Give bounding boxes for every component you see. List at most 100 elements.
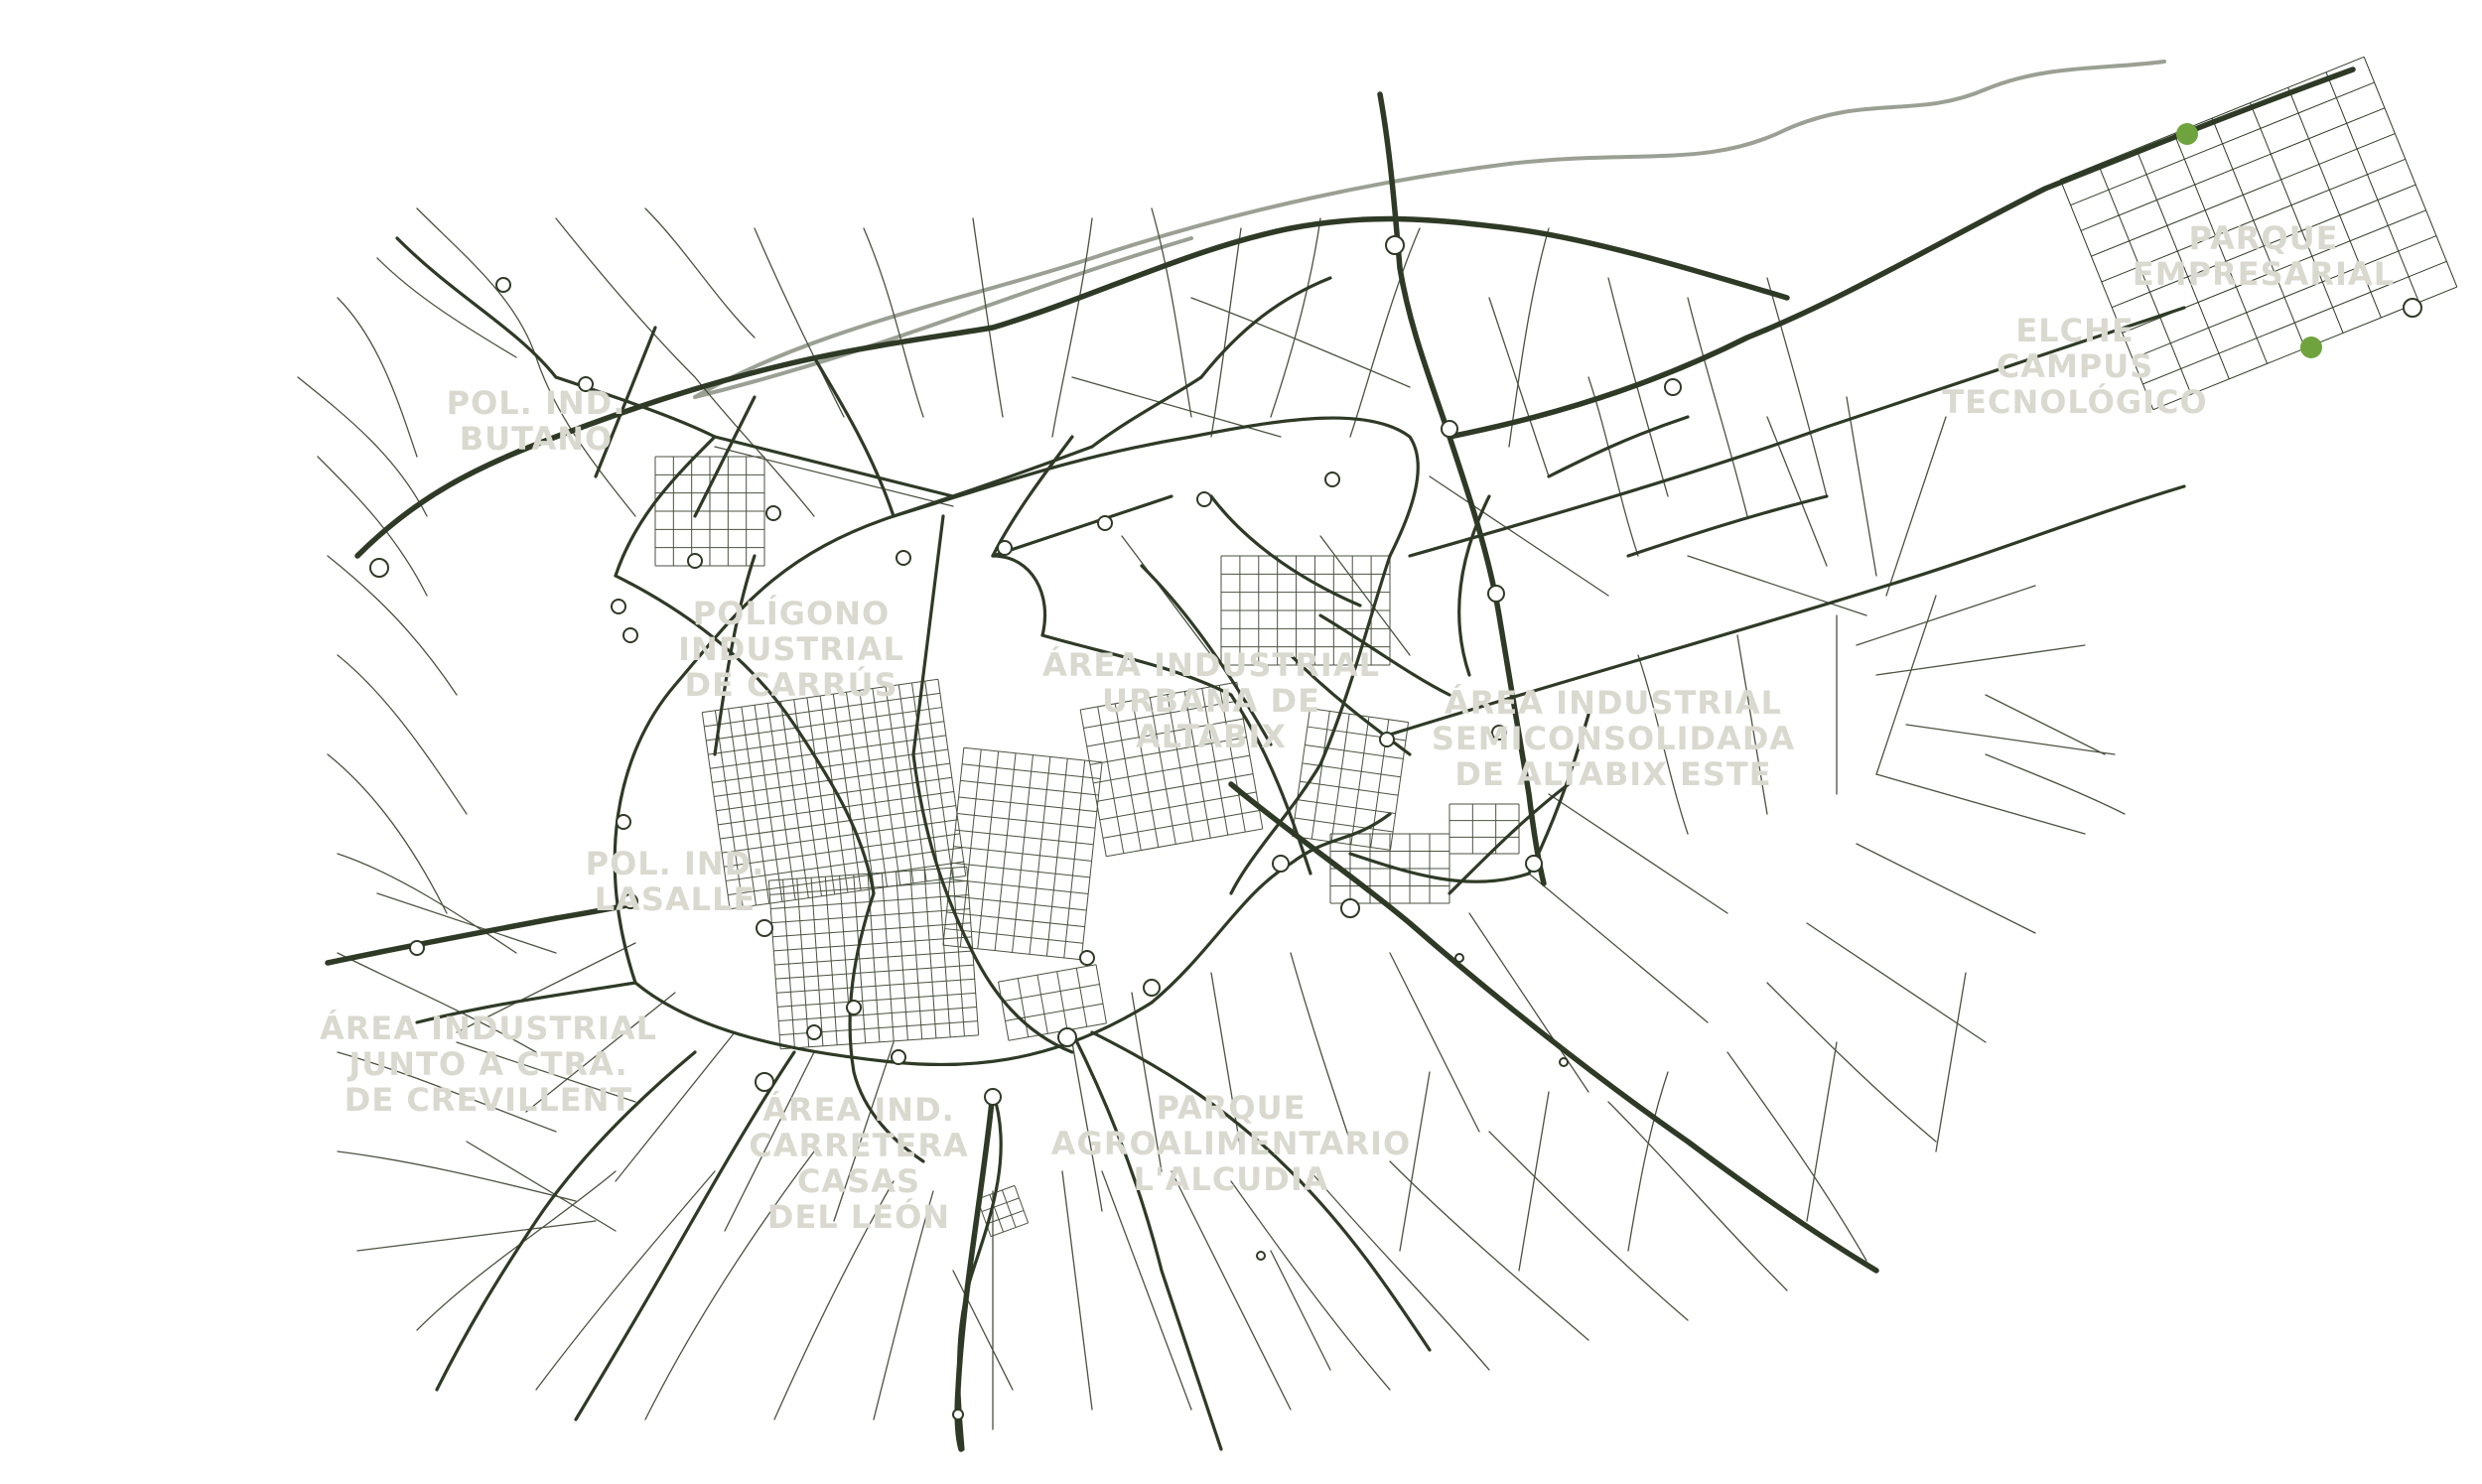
street-segment [730,875,966,910]
street-segment [2136,148,2230,379]
street-segment [1305,743,1404,759]
river [693,60,2166,399]
street-segment [942,747,965,946]
street-segment [1095,964,1107,1023]
street-segment [1106,828,1263,858]
street-segment [1001,983,1100,1003]
street-segment [1075,968,1088,1027]
highways [325,67,2356,1452]
street-segment [712,748,948,783]
street-segment [776,978,975,994]
street-segment [1008,1022,1107,1041]
street-segment [726,847,962,881]
street-segment [718,790,954,826]
street-segment [1089,737,1247,765]
street-segment [714,762,950,798]
street-segment [2080,107,2386,231]
street-segment [708,721,944,755]
river-course [693,60,2166,399]
minor-roads [297,207,2126,1430]
street-segment [960,779,1099,796]
street-segment [1014,1185,1030,1224]
street-segment [946,911,1085,928]
street-segment [1056,971,1068,1030]
main-roads [395,236,1829,1451]
location-dot-icon[interactable] [2300,337,2322,358]
street-segment [774,950,973,966]
street-segment [720,805,956,840]
street-segment [1093,754,1250,784]
street-segment [706,707,942,742]
street-segment [2060,56,2365,181]
street-segment [2325,71,2420,303]
street-segment [1036,975,1048,1034]
street-segment [963,746,1103,763]
highway-southeast-diagonal [1228,781,1879,1274]
highway-east-to-campus [1447,67,2356,440]
street-segment [2059,179,2154,410]
street-segment [769,879,968,895]
street-segment [962,763,1101,779]
street-segment [2101,158,2406,283]
street-segment [710,735,946,769]
street-segment [771,908,970,924]
street-segment [772,922,971,938]
street-segment [1297,799,1396,815]
street-segment [951,862,1090,878]
street-segment [1096,773,1254,802]
street-segment [1294,817,1394,833]
street-segment [768,866,967,881]
street-segment [948,894,1087,911]
location-markers [2176,123,2322,358]
street-segment [1102,810,1260,839]
street-segment [949,878,1089,894]
street-segment [2122,209,2426,334]
street-segment [944,928,1083,944]
street-segment [956,813,1096,829]
street-segment [1291,708,1311,837]
street-segment [2091,133,2396,257]
city-center-grid [654,456,1520,1238]
street-segment [958,796,1097,813]
street-segment [2287,87,2382,319]
street-segment [1017,978,1030,1037]
street-segment [2070,81,2375,206]
street-segment [2249,102,2344,334]
street-segment [778,1007,977,1022]
highway-south [954,1089,996,1452]
street-segment [1083,700,1241,729]
street-segment [2363,57,2458,288]
street-segment [2132,235,2437,359]
street-segment [2097,164,2192,395]
street-segment [716,776,952,812]
roundabouts [369,235,2422,1420]
highway-west [325,900,638,966]
street-segment [989,1194,1005,1233]
highway-north-bypass [354,215,1790,559]
street-segment [702,678,938,714]
street-segment [704,692,940,728]
street-segment [1330,714,1350,843]
location-dot-icon[interactable] [2176,123,2198,145]
street-segment [1310,711,1330,840]
highway-vertical-north [1377,91,1547,886]
street-segment [981,1197,1020,1213]
street-segment [1350,716,1370,845]
street-segment [780,1034,979,1050]
street-segment [2173,133,2269,364]
street-segment [773,936,972,952]
street-segment [942,944,1082,961]
street-segment [728,861,964,896]
street-segment [2142,260,2447,385]
street-segment [1001,1189,1017,1228]
street-segment [722,819,958,854]
street-segment [777,992,976,1008]
street-segment [1300,780,1399,796]
street-segment [1086,718,1244,747]
street-segment [775,964,974,980]
street-segment [953,846,1092,862]
street-segment [998,982,1010,1041]
street-segment [955,829,1094,846]
street-segment [2112,184,2416,309]
